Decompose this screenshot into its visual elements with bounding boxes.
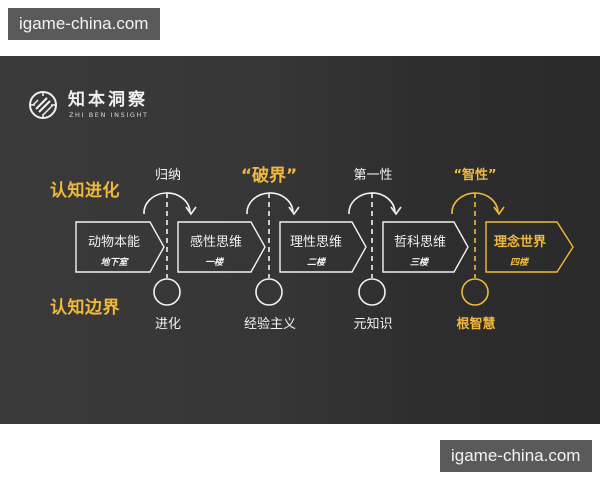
stage-title-4: 理念世界 xyxy=(493,235,547,250)
row-label-evolution: 认知进化 xyxy=(50,181,120,201)
watermark-bottom: igame-china.com xyxy=(440,440,592,472)
stage-title-1: 感性思维 xyxy=(189,235,243,250)
transition-top-label-2: 第一性 xyxy=(353,168,393,183)
transition-bottom-label-1: 经验主义 xyxy=(243,317,297,332)
stage-floor-2: 二楼 xyxy=(306,258,326,268)
transition-bottom-label-0: 进化 xyxy=(154,317,182,332)
transition-bottom-label-2: 元知识 xyxy=(353,317,393,332)
transition-bottom-label-3: 根智慧 xyxy=(456,317,496,332)
transition-top-label-3: “智性” xyxy=(453,168,497,183)
stage-title-0: 动物本能 xyxy=(87,235,141,250)
stage-title-2: 理性思维 xyxy=(289,235,343,250)
stage-floor-3: 三楼 xyxy=(409,258,429,268)
logo-name-en: ZHI BEN INSIGHT xyxy=(69,111,149,119)
row-label-boundary: 认知边界 xyxy=(50,298,120,318)
stage-floor-0: 地下室 xyxy=(100,258,128,268)
transition-top-label-0: 归纳 xyxy=(154,168,182,183)
watermark-top: igame-china.com xyxy=(8,8,160,40)
stage-floor-4: 四楼 xyxy=(509,258,529,268)
zhiben-logo-icon xyxy=(29,91,57,119)
logo-name-cn: 知本洞察 xyxy=(68,90,148,110)
transition-top-label-1: “破界” xyxy=(240,166,298,186)
stage-title-3: 哲科思维 xyxy=(393,235,447,250)
stage-floor-1: 一楼 xyxy=(204,258,224,268)
